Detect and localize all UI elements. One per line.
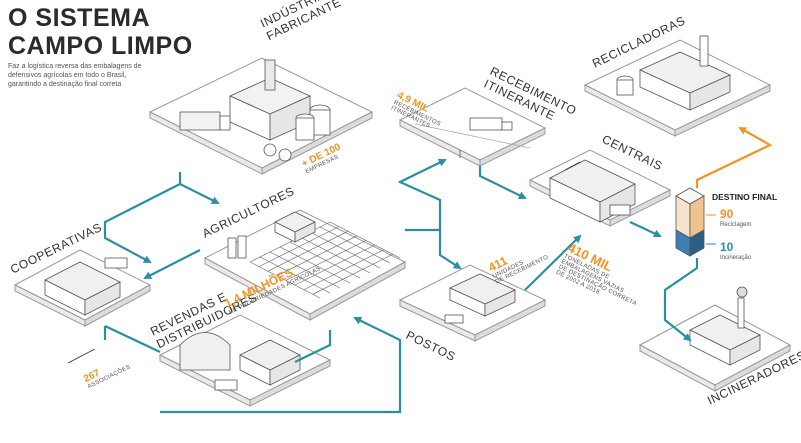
crop-row xyxy=(289,241,361,279)
crop-column xyxy=(294,244,376,286)
arrow-agricultores-to-revendas xyxy=(294,330,332,363)
arrow-agricultores-to-postos xyxy=(438,230,462,270)
crop-row xyxy=(319,226,391,264)
destino-final-title: DESTINO FINAL xyxy=(712,192,778,202)
crop-column xyxy=(258,226,340,267)
arrow-industria-to-agricultores xyxy=(178,172,220,204)
cooperativa-illustration xyxy=(44,257,128,316)
recicladoras-illustration xyxy=(616,35,731,111)
arrow-cooperativas-to-revendas xyxy=(104,325,161,353)
crop-column xyxy=(249,221,331,263)
farm-silos xyxy=(227,211,316,259)
title-line-2: CAMPO LIMPO xyxy=(8,32,193,60)
crop-column xyxy=(276,235,358,277)
crop-column xyxy=(285,240,367,281)
destino-reciclagem-value: 90 xyxy=(720,207,734,221)
crop-column xyxy=(312,253,394,295)
crop-row xyxy=(329,221,401,259)
arrow-centrais-to-destino xyxy=(629,221,662,238)
crop-row xyxy=(259,256,331,294)
title-line-1: O SISTEMA xyxy=(8,4,151,32)
destino-incineracao-value: 10 xyxy=(720,240,734,254)
destino-reciclagem-label: Reciclagem xyxy=(720,222,752,228)
page-title: O SISTEMA CAMPO LIMPO xyxy=(8,4,193,60)
crop-row xyxy=(309,231,381,269)
revendas-illustration xyxy=(179,332,301,391)
arrow-destino-to-incineradores xyxy=(663,258,699,342)
crop-column xyxy=(267,230,349,272)
arrow-agricultores-to-cooperativas xyxy=(143,249,201,279)
recebimento-illustration xyxy=(414,117,531,158)
crop-row xyxy=(249,261,321,299)
arrow-postos-to-centrais xyxy=(524,234,582,291)
factory-illustration xyxy=(179,59,331,162)
crop-row xyxy=(269,251,341,289)
destino-final-tower xyxy=(675,187,716,257)
flow-arrows-orange xyxy=(695,127,773,188)
arrow-agricultores-to-recebimento xyxy=(397,159,447,232)
centrais-illustration xyxy=(549,159,636,223)
flow-arrows-teal xyxy=(103,159,699,414)
crop-column xyxy=(303,249,385,290)
arrow-destino-to-recicladoras xyxy=(695,127,773,188)
postos-illustration xyxy=(444,273,516,324)
destino-incineracao-label: Incineração xyxy=(720,255,752,261)
crop-row xyxy=(299,236,371,274)
arrow-recebimento-to-centrais xyxy=(478,166,527,199)
farm-illustration xyxy=(249,221,401,299)
arrow-revendas-loop xyxy=(160,317,402,414)
caption-rules xyxy=(67,161,581,364)
arrow-industria-to-cooperativas xyxy=(103,183,181,263)
page-subtitle: Faz a logística reversa das embalagens d… xyxy=(8,63,142,88)
crop-row xyxy=(279,246,351,284)
